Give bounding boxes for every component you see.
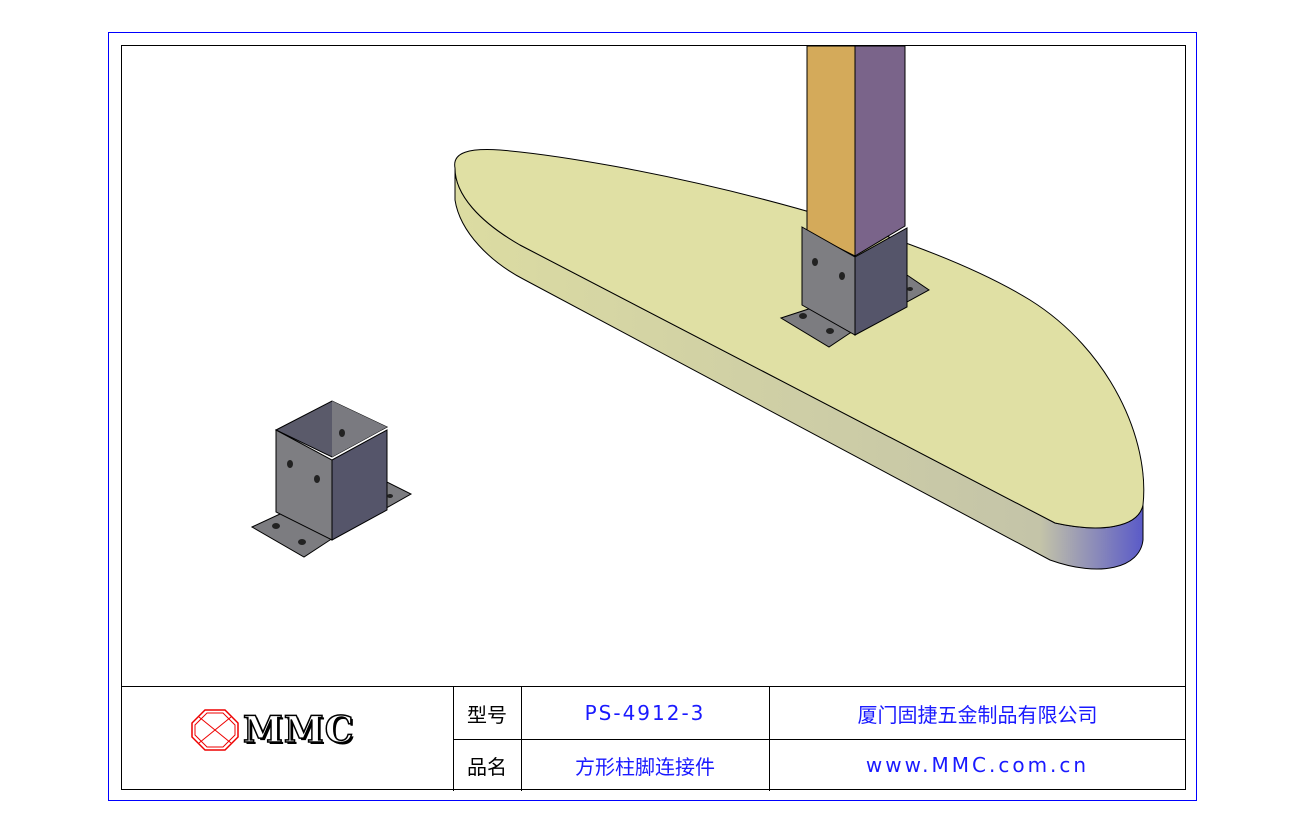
drawing-border-outer <box>108 32 1197 801</box>
model-label: 型号 <box>467 702 507 727</box>
company-logo: MMC <box>191 708 355 752</box>
loose-bracket <box>250 400 413 558</box>
concrete-slab <box>454 149 1145 570</box>
name-value: 方形柱脚连接件 <box>575 754 715 779</box>
post-left-face <box>806 45 856 257</box>
name-label: 品名 <box>467 754 507 779</box>
bracket-right-face <box>854 227 908 336</box>
website: www.MMC.com.cn <box>865 753 1090 777</box>
post-with-bracket <box>779 45 930 348</box>
drawing-border-inner <box>121 45 1186 790</box>
model-value: PS-4912-3 <box>584 701 706 725</box>
loose-bracket-right-face <box>331 429 388 541</box>
logo-text: MMC <box>242 708 355 752</box>
slab-top <box>454 149 1145 529</box>
post-right-face <box>854 45 906 257</box>
title-block: MMC 型号 PS-4912-3 品名 方形柱脚连接件 厦门固捷五金制品有限公司… <box>121 686 1186 791</box>
company-name: 厦门固捷五金制品有限公司 <box>857 702 1098 727</box>
logo-octagon-icon <box>191 709 239 751</box>
